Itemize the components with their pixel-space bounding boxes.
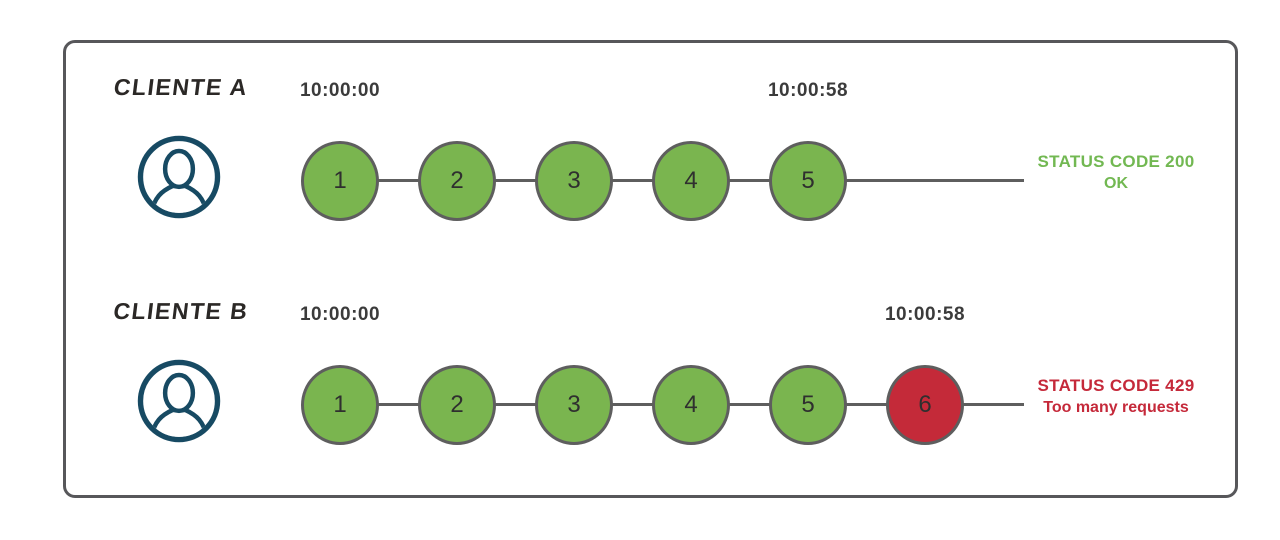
status-code-text: STATUS CODE 200 xyxy=(1037,152,1195,171)
request-number: 3 xyxy=(567,391,581,418)
request-circle-allowed: 1 xyxy=(301,141,379,221)
request-circle-allowed: 1 xyxy=(301,365,379,445)
request-circle-allowed: 2 xyxy=(418,141,496,221)
request-circle-allowed: 5 xyxy=(769,141,847,221)
start-time-label: 10:00:00 xyxy=(299,304,381,325)
user-avatar-icon xyxy=(136,358,222,444)
request-circle-allowed: 3 xyxy=(535,365,613,445)
request-number: 1 xyxy=(333,391,347,418)
request-number: 2 xyxy=(450,167,464,194)
request-number: 3 xyxy=(567,167,581,194)
request-number: 4 xyxy=(684,167,698,194)
request-circle-allowed: 5 xyxy=(769,365,847,445)
status-result: STATUS CODE 200 OK xyxy=(1028,151,1204,194)
start-time-label: 10:00:00 xyxy=(299,80,381,101)
request-number: 2 xyxy=(450,391,464,418)
request-number: 1 xyxy=(333,167,347,194)
status-message-text: OK xyxy=(1104,175,1128,192)
status-result: STATUS CODE 429 Too many requests xyxy=(1028,375,1204,418)
outer-frame xyxy=(63,40,1238,498)
user-avatar-icon xyxy=(136,134,222,220)
request-circle-allowed: 3 xyxy=(535,141,613,221)
request-circle-rejected: 6 xyxy=(886,365,964,445)
request-number: 5 xyxy=(801,391,815,418)
request-circle-allowed: 4 xyxy=(652,141,730,221)
request-number: 5 xyxy=(801,167,815,194)
end-time-label: 10:00:58 xyxy=(884,304,966,325)
request-number: 6 xyxy=(918,391,932,418)
client-label: CLIENTE B xyxy=(112,298,251,324)
request-circle-allowed: 2 xyxy=(418,365,496,445)
end-time-label: 10:00:58 xyxy=(767,80,849,101)
request-number: 4 xyxy=(684,391,698,418)
request-circle-allowed: 4 xyxy=(652,365,730,445)
status-code-text: STATUS CODE 429 xyxy=(1037,376,1195,395)
status-message-text: Too many requests xyxy=(1043,399,1189,416)
